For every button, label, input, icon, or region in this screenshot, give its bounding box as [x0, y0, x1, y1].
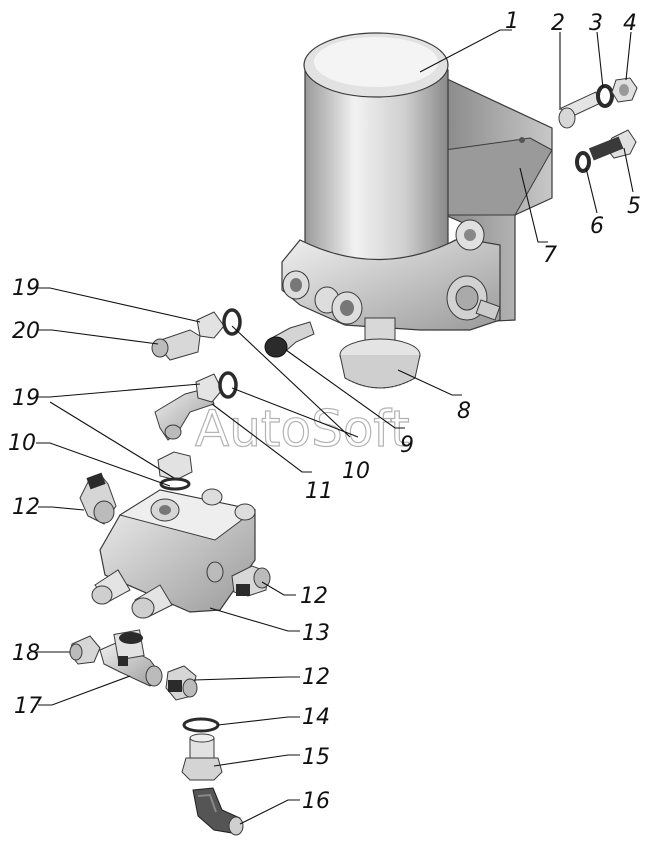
callout-17: 17 [14, 694, 42, 719]
callout-19-lower: 19 [12, 386, 40, 411]
callout-15: 15 [302, 745, 330, 770]
tee-fitting-part-17 [99, 629, 163, 687]
bolt-part-5 [588, 129, 637, 161]
drain-valve-cap [339, 317, 421, 389]
callout-19-upper: 19 [12, 276, 40, 301]
callout-3: 3 [589, 11, 603, 36]
callout-7: 7 [543, 243, 557, 268]
adapter-part-18 [69, 635, 101, 665]
elbow-fitting-part-20 [151, 329, 201, 361]
callout-18: 18 [12, 641, 40, 666]
callout-20: 20 [12, 319, 40, 344]
callout-10-left: 10 [8, 431, 36, 456]
callout-10-right: 10 [342, 459, 370, 484]
watermark-text: AutoSoft [195, 400, 410, 458]
callout-6: 6 [590, 214, 604, 239]
bolt-part-2 [558, 91, 602, 129]
washer-part-3 [596, 84, 614, 108]
callout-16: 16 [302, 789, 330, 814]
washer-part-6 [575, 151, 591, 173]
callout-4: 4 [623, 11, 637, 36]
fitting-part-9 [264, 321, 315, 358]
callout-8: 8 [457, 399, 471, 424]
union-part-15 [181, 733, 223, 781]
callout-12-right: 12 [300, 584, 328, 609]
fitting-part-19-upper [196, 308, 242, 339]
callout-12-left: 12 [12, 495, 40, 520]
o-ring-part-14 [182, 717, 220, 733]
callout-5: 5 [627, 194, 641, 219]
callout-14: 14 [302, 705, 330, 730]
callout-9: 9 [400, 433, 414, 458]
protection-valve-block [91, 488, 257, 619]
callout-12-lower: 12 [302, 665, 330, 690]
callout-11: 11 [305, 479, 333, 504]
air-dryer-canister [291, 32, 466, 284]
leader-lines [36, 29, 634, 825]
elbow-fitting-part-11 [154, 371, 238, 441]
elbow-hose-part-16 [192, 787, 244, 836]
callout-labels: 1 2 3 4 5 6 7 8 9 10 10 11 12 12 12 13 1… [8, 9, 641, 814]
callout-13: 13 [302, 621, 330, 646]
nut-part-4 [611, 77, 638, 103]
angle-fitting-part-12-lower [165, 665, 198, 701]
angle-fitting-part-12-left [79, 472, 117, 525]
callout-2: 2 [551, 11, 565, 36]
callout-1: 1 [505, 9, 519, 34]
angle-fitting-part-12-right [231, 565, 271, 597]
dryer-housing [281, 219, 501, 331]
